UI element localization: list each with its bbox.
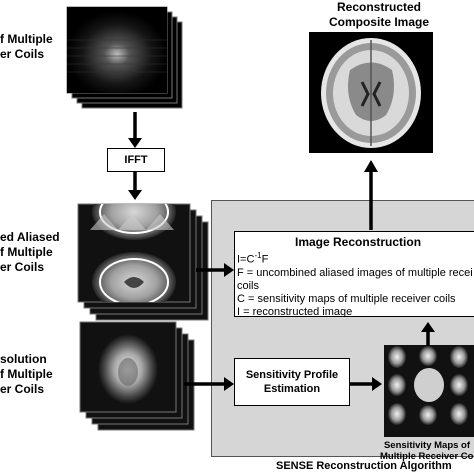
sensitivity-maps xyxy=(384,345,474,437)
image-reconstruction-box: Image Reconstruction I=C-1F F = uncombin… xyxy=(234,231,474,317)
equation-f-definition: F = uncombined aliased images of multipl… xyxy=(237,266,473,279)
sensitivity-estimation-box: Sensitivity Profile Estimation xyxy=(234,358,350,406)
equation-i-definition: I = reconstructed image xyxy=(237,305,353,317)
kspace-stack xyxy=(66,6,183,109)
ifft-box: IFFT xyxy=(107,148,165,172)
equation-main: I=C-1F xyxy=(237,251,269,266)
composite-image xyxy=(309,32,433,153)
lowres-stack xyxy=(79,321,195,431)
recon-title: Image Reconstruction xyxy=(295,235,422,249)
sens-est-line2: Estimation xyxy=(263,383,321,395)
equation-c-definition: C = sensitivity maps of multiple receive… xyxy=(237,292,456,305)
sens-est-line1: Sensitivity Profile xyxy=(245,369,339,381)
aliased-stack xyxy=(77,203,209,321)
ifft-label: IFFT xyxy=(124,154,148,166)
algorithm-label: SENSE Reconstruction Algorithm xyxy=(276,460,452,472)
equation-f-definition-cont: coils xyxy=(237,279,260,292)
